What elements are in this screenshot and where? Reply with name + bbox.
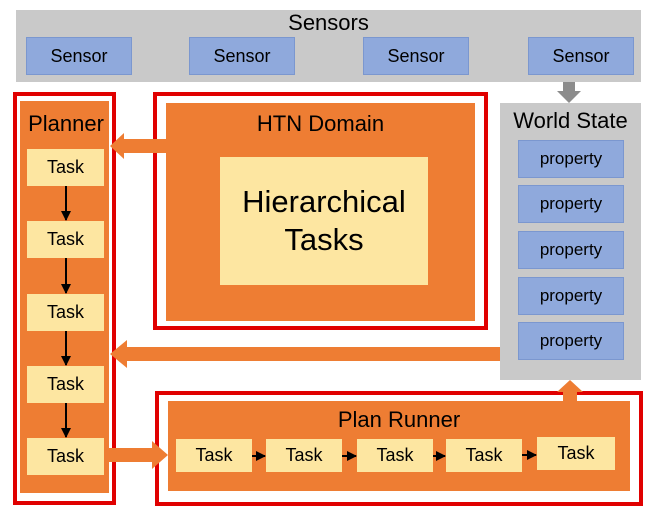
runner-task-4: Task (446, 439, 522, 472)
sensor-box-1: Sensor (26, 37, 132, 75)
world-to-planner-arrow (110, 340, 500, 368)
world-property-4: property (518, 277, 624, 315)
runner-task-2: Task (266, 439, 342, 472)
planner-task-4: Task (27, 366, 104, 403)
world-state-title: World State (513, 108, 628, 133)
world-property-5: property (518, 322, 624, 360)
hierarchical-tasks-box: Hierarchical Tasks (220, 157, 428, 285)
sensor-box-4: Sensor (528, 37, 634, 75)
planner-title: Planner (28, 111, 104, 136)
planner-task-1: Task (27, 149, 104, 186)
runner-task-3: Task (357, 439, 433, 472)
sensors-to-world-arrow (557, 82, 581, 103)
planner-task-5: Task (27, 438, 104, 475)
sensors-title: Sensors (288, 10, 369, 35)
planner-task-3: Task (27, 294, 104, 331)
hierarchical-tasks-line-1: Hierarchical (242, 184, 406, 219)
plan-runner-title: Plan Runner (337, 407, 461, 432)
sensor-box-3: Sensor (363, 37, 469, 75)
planner-task-2: Task (27, 221, 104, 258)
runner-task-5: Task (537, 437, 615, 470)
htn-domain-title: HTN Domain (256, 111, 385, 136)
world-property-2: property (518, 185, 624, 223)
runner-task-1: Task (176, 439, 252, 472)
world-property-3: property (518, 231, 624, 269)
sensor-box-2: Sensor (189, 37, 295, 75)
hierarchical-tasks-line-2: Tasks (284, 222, 364, 257)
world-property-1: property (518, 140, 624, 178)
